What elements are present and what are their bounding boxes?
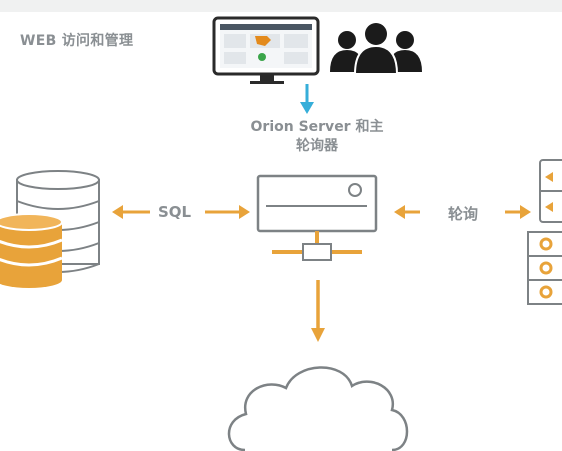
sql-label: SQL	[158, 203, 192, 221]
database-icon	[0, 170, 100, 288]
orion-server-label: Orion Server 和主 轮询器	[232, 118, 402, 156]
server-icon	[256, 174, 378, 261]
orion-label-line1: Orion Server 和主	[250, 119, 384, 135]
poll-arrow	[394, 205, 531, 219]
cloud-icon	[227, 366, 409, 451]
poll-label: 轮询	[448, 205, 479, 223]
monitor-icon	[212, 16, 320, 84]
orion-label-line2: 轮询器	[296, 138, 338, 154]
web-access-label: WEB 访问和管理	[20, 33, 134, 49]
sql-arrow	[112, 205, 250, 219]
web-to-server-arrow	[300, 84, 314, 114]
users-icon	[330, 23, 422, 75]
network-devices-icon	[527, 159, 562, 305]
top-strip	[0, 0, 562, 12]
server-to-cloud-arrow	[311, 280, 325, 342]
